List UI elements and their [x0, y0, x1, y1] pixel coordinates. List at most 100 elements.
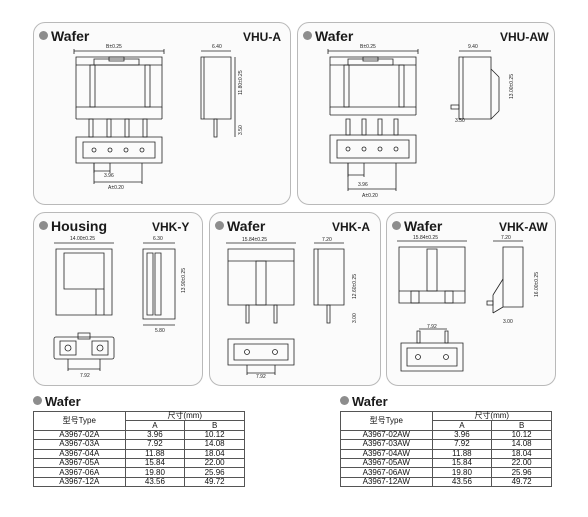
bottom-view-drawing — [328, 119, 418, 193]
dim-pin: 3.00 — [503, 319, 513, 325]
side-view-drawing — [451, 49, 503, 125]
bullet-icon — [303, 31, 312, 40]
front-view-drawing — [74, 49, 164, 141]
cell-a: 19.80 — [124, 467, 186, 478]
cell-b: 49.72 — [184, 476, 245, 488]
panel-vhk-y: Housing VHK-Y 14.00±0.25 6.30 13.90±0.25… — [33, 212, 203, 386]
col-type: 型号Type — [340, 411, 433, 431]
bullet-icon — [39, 31, 48, 40]
cell-type: A3967-05A — [33, 457, 126, 469]
dim-pitch: 7.92 — [256, 374, 266, 380]
side-view-drawing — [485, 239, 531, 323]
dim-height: 12.60±0.25 — [352, 274, 358, 299]
cell-type: A3967-05AW — [340, 457, 433, 469]
bullet-icon — [215, 221, 224, 230]
side-view-drawing — [201, 49, 231, 141]
dim-pitch: 7.92 — [80, 373, 90, 379]
dim-width: 6.40 — [212, 44, 222, 50]
panel-title: Wafer — [39, 28, 89, 44]
col-b: B — [184, 420, 245, 431]
col-b: B — [491, 420, 552, 431]
dim-top: 15.84±0.25 — [413, 235, 438, 241]
cell-b: 14.08 — [184, 439, 245, 450]
cell-b: 49.72 — [491, 476, 552, 488]
side-view-drawing — [314, 241, 344, 325]
cell-b: 14.08 — [491, 439, 552, 450]
dim-width: 6.30 — [153, 236, 163, 242]
col-size: 尺寸(mm) — [124, 410, 246, 422]
cell-a: 7.92 — [431, 439, 493, 450]
dim-width: 7.20 — [322, 237, 332, 243]
cell-a: 43.56 — [431, 476, 493, 488]
cell-b: 10.12 — [491, 429, 552, 441]
panel-vhk-aw: Wafer VHK-AW 15.84±0.25 7.20 16.00±0.25 … — [386, 212, 556, 386]
cell-type: A3967-02AW — [340, 429, 433, 441]
front-view-drawing — [54, 241, 114, 317]
bottom-view-drawing — [399, 327, 465, 375]
dim-top: 15.84±0.25 — [242, 237, 267, 243]
dim-height: 11.80±0.25 — [238, 70, 244, 95]
dim-width: 9.40 — [468, 44, 478, 50]
table-header-row: 型号Type 尺寸(mm) — [340, 410, 553, 431]
front-view-drawing — [328, 49, 418, 115]
cell-type: A3967-12A — [33, 476, 126, 488]
cell-a: 19.80 — [431, 467, 493, 478]
panel-title: Housing — [39, 218, 107, 234]
col-type: 型号Type — [33, 411, 126, 431]
cell-a: 15.84 — [431, 457, 493, 469]
cell-a: 43.56 — [124, 476, 186, 488]
panel-title: Wafer — [303, 28, 353, 44]
panel-vhu-aw: Wafer VHU-AW B±0.25 9.40 13.00±0.25 3.50… — [297, 22, 555, 205]
table-title-left: Wafer — [33, 394, 81, 409]
cell-type: A3967-06A — [33, 467, 126, 478]
dim-b: B±0.25 — [360, 44, 376, 50]
dim-a: A±0.20 — [362, 193, 378, 199]
cell-a: 7.92 — [124, 439, 186, 450]
cell-a: 11.88 — [124, 448, 186, 459]
cell-type: A3967-03AW — [340, 439, 433, 450]
cell-b: 25.96 — [491, 467, 552, 478]
col-size: 尺寸(mm) — [431, 410, 553, 422]
cell-b: 22.00 — [184, 457, 245, 469]
panel-code: VHU-AW — [500, 30, 549, 44]
bullet-icon — [39, 221, 48, 230]
cell-type: A3967-12AW — [340, 476, 433, 488]
cell-a: 3.96 — [124, 429, 186, 441]
front-view-drawing — [226, 241, 296, 325]
cell-type: A3967-06AW — [340, 467, 433, 478]
dim-height: 13.90±0.25 — [181, 268, 187, 293]
cell-type: A3967-02A — [33, 429, 126, 441]
table-header-row: 型号Type 尺寸(mm) — [33, 410, 246, 431]
front-view-drawing — [397, 239, 467, 307]
panel-vhu-a: Wafer VHU-A B±0.25 6.40 11.80±0.25 3.50 … — [33, 22, 291, 205]
cell-type: A3967-04A — [33, 448, 126, 459]
cell-b: 22.00 — [491, 457, 552, 469]
bullet-icon — [340, 396, 349, 405]
bullet-icon — [33, 396, 42, 405]
cell-b: 18.04 — [184, 448, 245, 459]
panel-title: Wafer — [392, 218, 442, 234]
cell-a: 15.84 — [124, 457, 186, 469]
dim-pin: 3.00 — [352, 313, 358, 323]
col-a: A — [431, 420, 493, 431]
bottom-view-drawing — [74, 137, 164, 187]
panel-vhk-a: Wafer VHK-A 15.84±0.25 7.20 12.60±0.25 3… — [209, 212, 381, 386]
cell-type: A3967-04AW — [340, 448, 433, 459]
bottom-view-drawing — [226, 337, 296, 379]
dim-width: 7.20 — [501, 235, 511, 241]
panel-code: VHU-A — [243, 30, 281, 44]
panel-code: VHK-Y — [152, 220, 190, 234]
